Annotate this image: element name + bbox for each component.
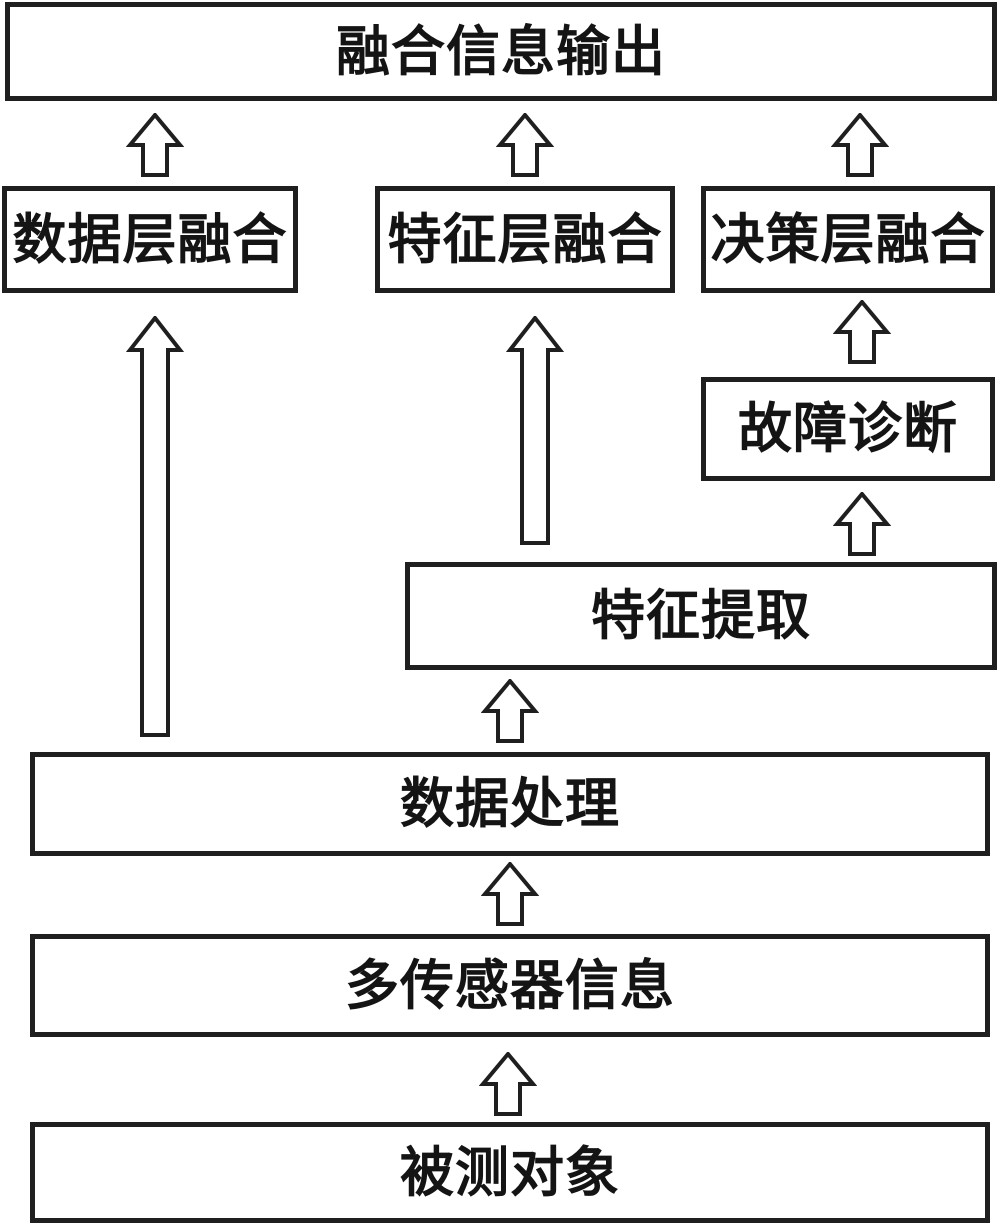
node-measured-object: 被测对象 xyxy=(30,1122,990,1223)
up-arrow-feature-fusion-to-output xyxy=(496,113,554,177)
node-fusion-output: 融合信息输出 xyxy=(5,2,997,101)
node-feature-extraction: 特征提取 xyxy=(405,562,997,670)
node-data-processing: 数据处理 xyxy=(30,752,990,856)
node-multi-sensor-info: 多传感器信息 xyxy=(30,934,990,1037)
up-arrow-measured-object-to-multi-sensor xyxy=(479,1052,537,1116)
node-data-layer-fusion-label: 数据层融合 xyxy=(12,209,288,270)
up-arrow-multi-sensor-to-data-processing xyxy=(481,862,539,926)
up-arrow-feature-extraction-to-fault-diagnosis xyxy=(833,492,891,556)
node-decision-layer-fusion: 决策层融合 xyxy=(701,186,995,293)
node-decision-layer-fusion-label: 决策层融合 xyxy=(710,209,986,270)
node-fusion-output-label: 融合信息输出 xyxy=(336,21,666,82)
up-arrow-data-processing-to-feature-extraction xyxy=(481,679,539,743)
node-measured-object-label: 被测对象 xyxy=(400,1142,620,1203)
node-fault-diagnosis-label: 故障诊断 xyxy=(738,399,958,459)
up-arrow-fault-diagnosis-to-decision-fusion xyxy=(833,300,891,364)
up-arrow-decision-fusion-to-output xyxy=(831,113,889,177)
node-data-layer-fusion: 数据层融合 xyxy=(2,186,298,293)
up-arrow-feature-extraction-to-feature-fusion xyxy=(506,316,564,545)
node-feature-extraction-label: 特征提取 xyxy=(591,586,811,646)
up-arrow-data-fusion-to-output xyxy=(126,113,184,177)
up-arrow-data-processing-to-data-fusion xyxy=(126,316,184,737)
node-feature-layer-fusion-label: 特征层融合 xyxy=(387,209,663,270)
node-fault-diagnosis: 故障诊断 xyxy=(701,377,995,481)
node-data-processing-label: 数据处理 xyxy=(400,774,620,834)
node-multi-sensor-info-label: 多传感器信息 xyxy=(345,955,675,1016)
node-feature-layer-fusion: 特征层融合 xyxy=(375,186,675,293)
